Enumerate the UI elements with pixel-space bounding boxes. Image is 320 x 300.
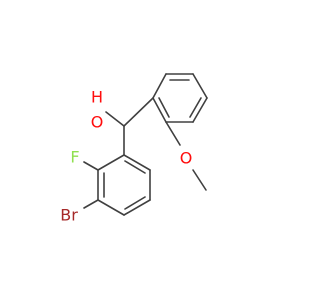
bond-upper-ring-4-inner	[189, 97, 202, 118]
bond-lower-ring-6	[97, 154, 125, 171]
bond-lower-ring-3	[123, 199, 151, 216]
bond-methoxy-o-to-methyl	[192, 169, 207, 191]
bond-upper-ring-1	[152, 73, 167, 99]
bond-carbinol-to-oh	[105, 111, 125, 127]
bond-ring-to-carbinol	[123, 97, 154, 127]
structure-diagram: H O O F Br	[60, 73, 208, 225]
bond-lower-ring-1-inner	[124, 160, 146, 174]
molecule-canvas: H O O F Br	[60, 73, 208, 225]
fluorine-label: F	[70, 148, 79, 167]
hydroxyl-oxygen-label: O	[91, 113, 104, 132]
bond-ring-to-bromine	[83, 199, 99, 209]
methoxy-oxygen-label: O	[180, 149, 193, 168]
bond-upper-ring-6	[152, 97, 167, 123]
bond-upper-ring-6-inner	[158, 97, 170, 118]
bond-ring-to-fluorine	[83, 161, 99, 171]
bond-lower-ring-4	[97, 199, 125, 216]
bromine-label: Br	[60, 206, 78, 225]
hydroxyl-hydrogen-label: H	[91, 88, 103, 107]
bond-upper-ring-4	[192, 97, 208, 123]
bond-lower-ring-1	[123, 154, 151, 171]
bond-ring-to-methoxy-o	[165, 121, 181, 146]
atom-labels-group: H O O F Br	[60, 88, 192, 225]
bond-lower-ring-3-inner	[124, 196, 146, 210]
bond-upper-ring-3	[192, 73, 208, 99]
bonds-group	[83, 73, 208, 216]
